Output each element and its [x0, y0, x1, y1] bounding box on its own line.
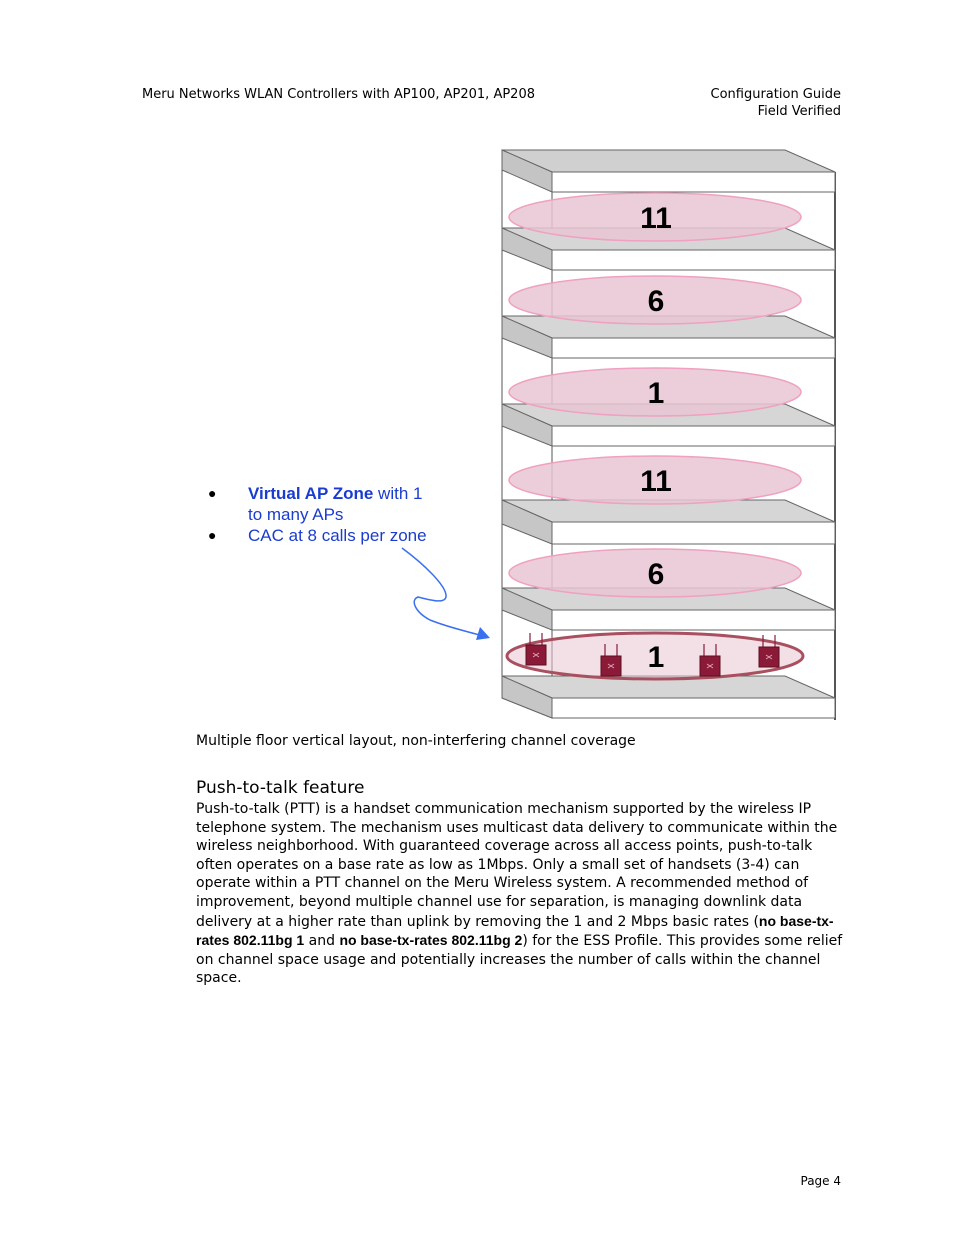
access-point-icon — [600, 644, 622, 677]
zone-bullets: ● Virtual AP Zone with 1 to many APs ● C… — [205, 483, 435, 546]
channel-number: 11 — [640, 202, 672, 235]
channel-number: 11 — [640, 465, 672, 498]
header-guide-label: Configuration Guide — [710, 87, 841, 102]
access-point-icon — [758, 635, 780, 668]
body-text-1: Push-to-talk (PTT) is a handset communic… — [196, 801, 838, 930]
bullet-virtual-ap-zone: ● Virtual AP Zone with 1 to many APs — [205, 483, 435, 525]
channel-zone — [508, 192, 802, 242]
floor-slab-edge — [551, 249, 836, 271]
command-1: no base-tx-rates 802.11bg 1 — [196, 912, 834, 949]
bullet-dot: ● — [208, 527, 217, 543]
roof-edge — [551, 171, 836, 193]
section-heading: Push-to-talk feature — [196, 778, 365, 798]
access-points — [525, 633, 780, 677]
body-text-3: ) for the ESS Profile. This provides som… — [196, 933, 843, 987]
channel-number: 6 — [648, 285, 665, 318]
body-text-2: and — [304, 933, 340, 950]
bullet-dot: ● — [208, 485, 217, 501]
header-status-label: Field Verified — [757, 104, 841, 119]
floor-slab-edge — [551, 337, 836, 359]
channel-number: 1 — [648, 377, 665, 410]
floor-slab-edge — [551, 697, 836, 719]
cac-label: CAC at 8 calls per zone — [248, 526, 427, 545]
page-number: Page 4 — [800, 1174, 842, 1188]
channel-number: 1 — [648, 641, 665, 674]
figure-caption: Multiple floor vertical layout, non-inte… — [196, 733, 636, 749]
access-point-icon — [699, 644, 721, 677]
section-body: Push-to-talk (PTT) is a handset communic… — [196, 800, 846, 988]
header-right: Configuration Guide Field Verified — [711, 86, 841, 120]
channel-zone — [508, 455, 802, 505]
callout-arrow — [401, 547, 490, 640]
ap-mark — [706, 663, 714, 669]
roof-slab — [501, 149, 836, 173]
virtual-ap-zone-detail: with 1 to many APs — [248, 484, 423, 524]
channel-zone — [508, 548, 802, 598]
ap-mark — [532, 652, 540, 658]
ap-mark — [607, 663, 615, 669]
access-point-icon — [525, 633, 547, 666]
header-title: Meru Networks WLAN Controllers with AP10… — [142, 87, 535, 102]
command-2: no base-tx-rates 802.11bg 2 — [339, 932, 523, 949]
channel-zone — [508, 367, 802, 417]
bullet-cac: ● CAC at 8 calls per zone — [205, 525, 435, 546]
channel-zone — [505, 631, 805, 681]
ap-mark — [765, 654, 773, 660]
floor-slab-edge — [551, 609, 836, 631]
channel-zone — [508, 275, 802, 325]
channel-number: 6 — [648, 558, 665, 591]
floor-slab-edge — [551, 521, 836, 545]
virtual-ap-zone-label: Virtual AP Zone — [248, 484, 374, 503]
floor-slab-edge — [551, 425, 836, 447]
